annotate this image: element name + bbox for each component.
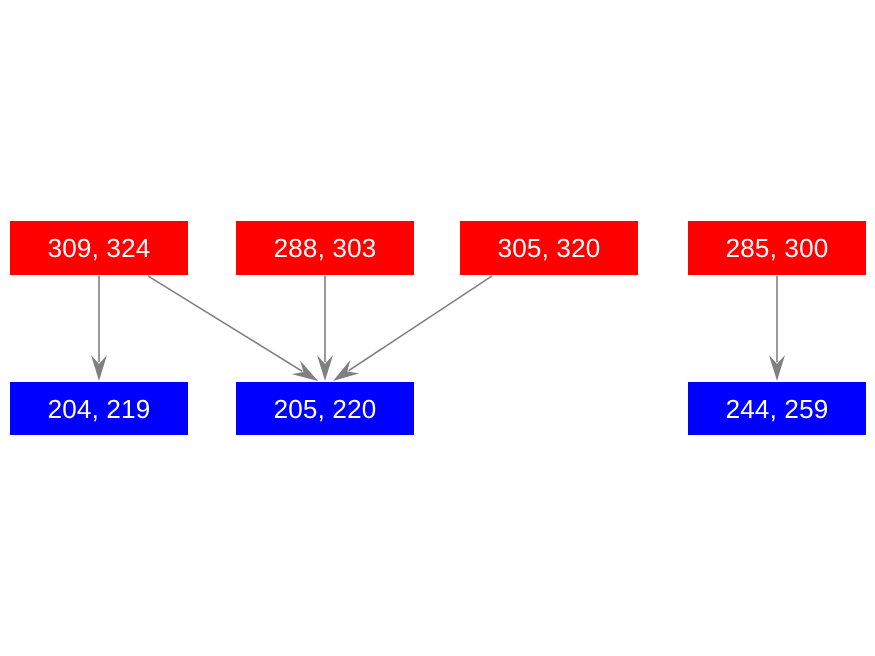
edge-s4-to-t3 (769, 276, 785, 381)
arrowhead-icon (333, 359, 360, 381)
edge-line (348, 275, 493, 372)
arrowhead-icon (91, 355, 107, 381)
graph-node-t3[interactable]: 244, 259 (688, 382, 866, 435)
edge-s2-to-t2 (317, 276, 333, 381)
graph-node-label: 309, 324 (47, 233, 151, 263)
graph-node-label: 288, 303 (273, 233, 377, 263)
graph-node-label: 285, 300 (725, 233, 829, 263)
arrowhead-icon (317, 355, 333, 381)
graph-node-s2[interactable]: 288, 303 (236, 221, 414, 275)
graph-node-t2[interactable]: 205, 220 (236, 382, 414, 435)
graph-node-s4[interactable]: 285, 300 (688, 221, 866, 275)
graph-node-label: 205, 220 (273, 393, 377, 424)
graph-node-t1[interactable]: 204, 219 (10, 382, 188, 435)
edge-line (147, 275, 303, 372)
graph-node-label: 204, 219 (47, 393, 151, 424)
graph-node-label: 305, 320 (497, 233, 601, 263)
edge-s3-to-t2 (333, 275, 493, 381)
arrowhead-icon (769, 355, 785, 381)
arrowhead-icon (291, 360, 318, 381)
graph-node-s1[interactable]: 309, 324 (10, 221, 188, 275)
edge-s1-to-t1 (91, 276, 107, 381)
graph-node-label: 244, 259 (725, 393, 829, 424)
edge-s1-to-t2 (147, 275, 318, 381)
graph-node-s3[interactable]: 305, 320 (460, 221, 638, 275)
